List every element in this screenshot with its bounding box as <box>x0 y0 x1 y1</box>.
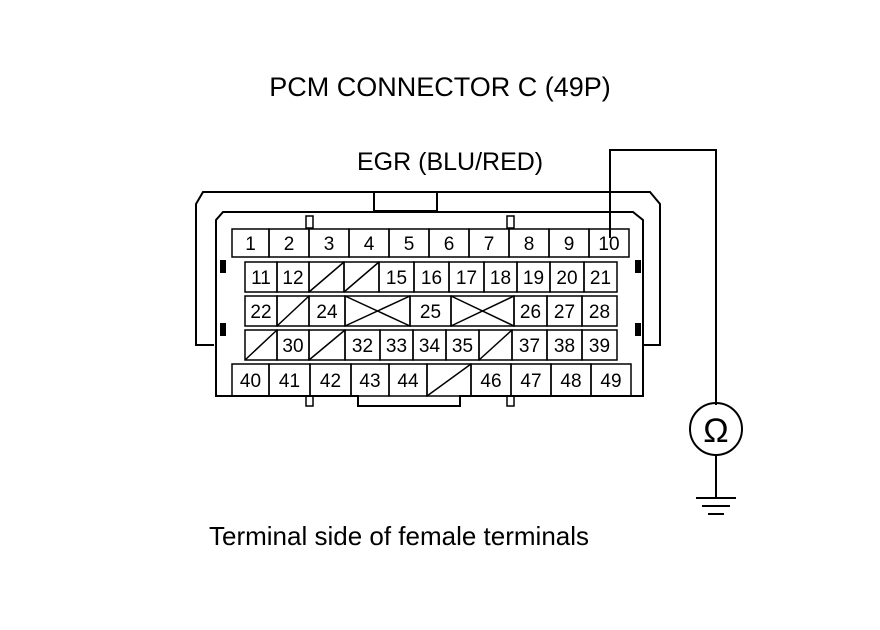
side-tab-right-top <box>635 260 641 273</box>
side-tab-right-bottom <box>635 323 641 336</box>
blank-slash <box>426 363 472 397</box>
terminal-label: 22 <box>250 302 271 323</box>
terminal-label: 11 <box>251 268 271 289</box>
terminal-label: 26 <box>520 302 541 323</box>
connector-latch <box>373 191 438 211</box>
terminal-39 <box>581 329 618 361</box>
terminal-label: 42 <box>320 371 341 392</box>
terminal-label: 17 <box>456 268 477 289</box>
top-key-left <box>305 215 314 229</box>
terminal-label: 16 <box>421 268 442 289</box>
terminal-label: 28 <box>589 302 610 323</box>
terminal-label: 1 <box>245 234 256 255</box>
terminal-label: 32 <box>352 336 373 357</box>
terminal-label: 5 <box>404 234 415 255</box>
terminal-label: 44 <box>397 371 419 392</box>
terminal-label: 41 <box>279 371 300 392</box>
terminal-label: 40 <box>240 371 261 392</box>
terminal-label: 4 <box>364 234 375 255</box>
ground-icon <box>696 497 736 515</box>
terminal-label: 33 <box>386 336 407 357</box>
terminal-28 <box>581 295 618 327</box>
caption: Terminal side of female terminals <box>209 521 590 551</box>
blank-cross <box>344 295 411 327</box>
blank-slash <box>308 261 345 293</box>
terminal-label: 35 <box>452 336 473 357</box>
terminal-label: 18 <box>490 268 511 289</box>
blank-slash <box>244 329 278 361</box>
terminal-label: 12 <box>282 268 303 289</box>
terminal-label: 25 <box>420 302 441 323</box>
terminal-label: 46 <box>480 371 501 392</box>
terminal-label: 34 <box>419 336 441 357</box>
terminal-label: 2 <box>284 234 295 255</box>
terminal-label: 3 <box>324 234 335 255</box>
bottom-key-left <box>305 395 314 407</box>
terminal-label: 7 <box>484 234 495 255</box>
terminal-label: 9 <box>564 234 575 255</box>
terminal-label: 10 <box>598 234 619 255</box>
side-tab-left-top <box>220 260 226 273</box>
terminal-label: 48 <box>560 371 581 392</box>
probe-wire <box>609 149 717 405</box>
diagram-title: PCM CONNECTOR C (49P) <box>269 72 611 102</box>
terminal-label: 19 <box>523 268 544 289</box>
ohm-symbol: Ω <box>703 412 728 450</box>
terminal-label: 27 <box>554 302 575 323</box>
side-tab-left-bottom <box>220 323 226 336</box>
terminal-label: 15 <box>386 268 407 289</box>
terminal-label: 24 <box>316 302 338 323</box>
blank-slash <box>308 329 346 361</box>
terminal-label: 30 <box>282 336 303 357</box>
blank-slash <box>276 295 310 327</box>
terminal-49 <box>590 363 632 397</box>
terminal-label: 39 <box>589 336 610 357</box>
probe-label: EGR (BLU/RED) <box>357 148 544 176</box>
terminal-label: 37 <box>519 336 540 357</box>
terminal-21 <box>583 261 618 293</box>
terminal-label: 8 <box>524 234 535 255</box>
terminal-label: 6 <box>444 234 455 255</box>
terminal-label: 49 <box>600 371 621 392</box>
blank-slash <box>343 261 380 293</box>
terminal-label: 20 <box>556 268 577 289</box>
blank-slash <box>478 329 513 361</box>
terminal-label: 43 <box>359 371 380 392</box>
terminal-label: 38 <box>554 336 575 357</box>
terminal-label: 47 <box>520 371 541 392</box>
top-key-right <box>506 215 515 229</box>
connector-inner-body <box>215 211 644 407</box>
terminal-label: 21 <box>590 268 611 289</box>
bottom-key-right <box>506 395 515 407</box>
blank-cross <box>450 295 515 327</box>
